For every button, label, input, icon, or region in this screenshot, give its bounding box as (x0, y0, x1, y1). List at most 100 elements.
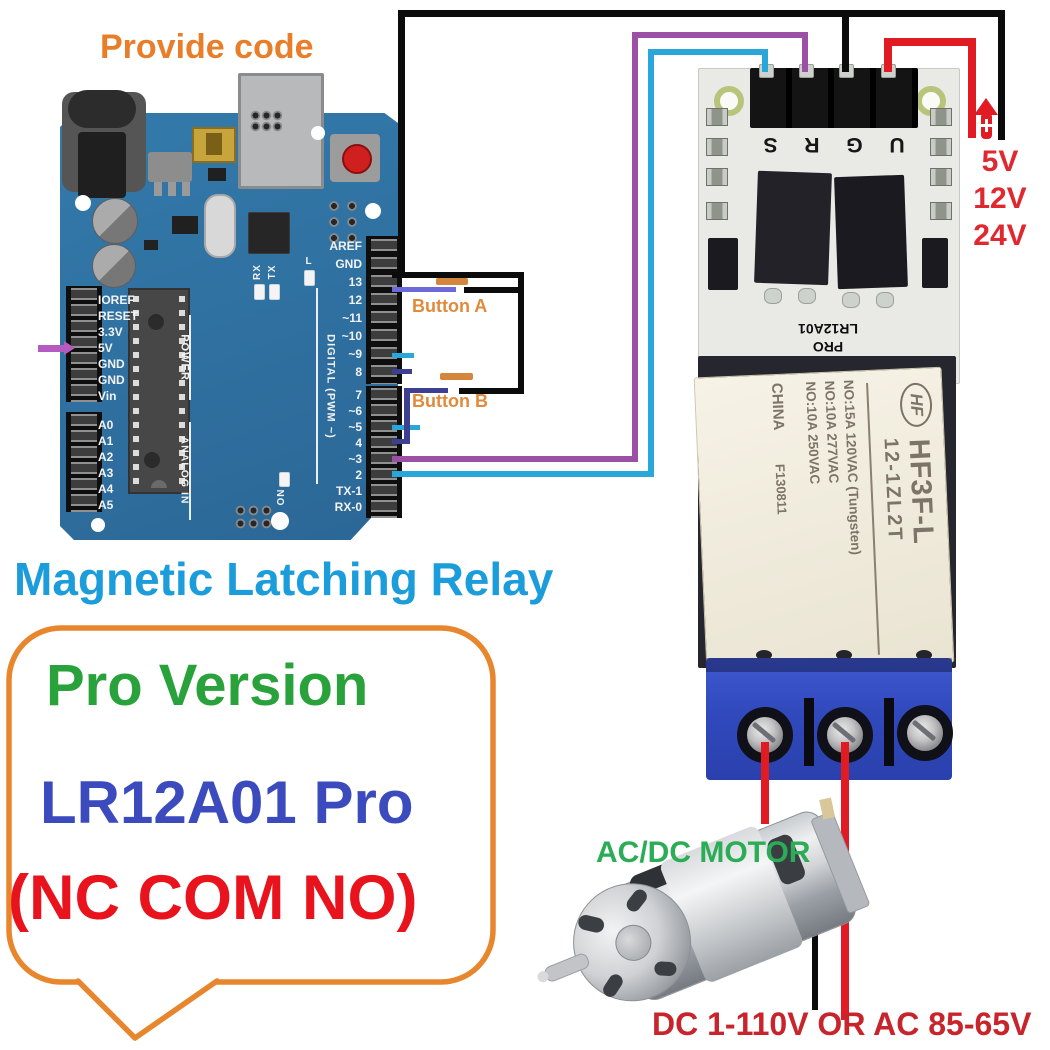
wire-gnd-black-vertical (398, 10, 405, 278)
wire-navy-pin8-stub (392, 369, 412, 374)
crystal-oscillator (204, 194, 236, 258)
wire-cyan-to-s-pin (762, 49, 768, 72)
arrow-5v-pin-head (64, 341, 75, 355)
pin-label: IOREF (98, 293, 135, 307)
smd-resistor (706, 202, 728, 220)
smd-resistor (706, 168, 728, 186)
terminal-edge (706, 658, 952, 672)
wire-black-motor (812, 872, 818, 1010)
screw-terminal-block (706, 658, 953, 780)
pin-label: RX-0 (334, 500, 362, 514)
pin-label: GND (98, 373, 125, 387)
button-a-label: Button A (412, 296, 488, 316)
smd-part (144, 240, 158, 250)
rx-led (254, 284, 265, 300)
mounting-hole (271, 512, 289, 530)
cap-vent (600, 971, 626, 1000)
speech-bubble (6, 625, 496, 1041)
wire-navy-to-button-b (404, 388, 448, 393)
optocoupler (754, 170, 832, 286)
wire-black-button-b-seg (459, 388, 524, 394)
wire-purple-pin3 (392, 456, 638, 462)
dip-dot (148, 314, 164, 330)
bubble-contacts-nc-com-no: (NC COM NO) (8, 863, 418, 933)
pin-label: A0 (98, 418, 114, 432)
regulator-leg (182, 182, 190, 196)
polyfuse (192, 127, 236, 163)
bubble-pro-version: Pro Version (46, 653, 369, 718)
optocoupler (834, 174, 908, 290)
relay-model: HF3F-L (902, 438, 940, 546)
digital-header-lower (366, 386, 402, 518)
sot23-transistor (208, 168, 226, 181)
supply-voltage-option: 5V (981, 145, 1019, 178)
pin-label: 2 (355, 468, 362, 482)
pin-label: ~5 (348, 420, 362, 434)
mounting-hole (91, 518, 105, 532)
power-arrow-plus-h (980, 124, 992, 127)
smd-resistor (930, 168, 952, 186)
smd-resistor (706, 138, 728, 156)
relay-hf3f: HF HF3F-L 12-1ZL2T NO:15A 120VAC (Tungst… (693, 366, 955, 674)
pin-label: AREF (329, 239, 362, 253)
motor-label: AC/DC MOTOR (596, 836, 811, 869)
terminal-top-hole (836, 650, 852, 660)
analog-header (66, 412, 102, 512)
pin-label: 8 (355, 365, 362, 379)
pin-label: GND (98, 357, 125, 371)
l-led-label: L (305, 256, 313, 267)
pin-label: 7 (355, 388, 362, 402)
pin-label: ~11 (342, 311, 362, 325)
pin-label: 12 (348, 293, 362, 307)
dip-dot (144, 452, 160, 468)
pin-label: TX-1 (335, 484, 362, 498)
pin-label: Vin (98, 389, 117, 403)
signal-header-block (750, 68, 918, 128)
bubble-model-lr12a01: LR12A01 Pro (40, 769, 414, 836)
small-ic (172, 216, 198, 234)
wire-navy-vertical (404, 390, 410, 444)
pin-label: 5V (98, 341, 113, 355)
relay-origin: CHINA (767, 382, 788, 431)
mounting-hole (365, 203, 381, 219)
brand-line: LR12A01 (798, 321, 858, 338)
silkscreen-pin-label: G (846, 133, 863, 156)
pin-label: A1 (98, 434, 114, 448)
wire-cyan-pin9-stub (392, 353, 414, 358)
pin-label: A4 (98, 482, 114, 496)
button-a-switch (436, 278, 468, 285)
pin-label: A2 (98, 450, 114, 464)
reset-button-cap (342, 144, 372, 174)
wire-gnd-black-top-rail (398, 10, 1005, 17)
pin-label: A5 (98, 498, 114, 512)
l-led (304, 270, 315, 286)
terminal-top-hole (916, 650, 932, 660)
icsp-header-small (250, 110, 282, 132)
wire-black-to-g-pin (842, 10, 849, 72)
tx-led (269, 284, 280, 300)
icsp-header (325, 198, 361, 246)
dip-pins-left (133, 296, 139, 486)
silkscreen-pin-label: U (889, 133, 905, 156)
brand-line: PRO (812, 339, 844, 355)
supply-voltage-option: 24V (973, 219, 1027, 252)
pin-label: RESET (98, 309, 139, 323)
wire-black-button-top (392, 272, 524, 278)
power-jack-barrel (68, 90, 136, 128)
pin-label: ~9 (348, 347, 362, 361)
smd-resistor (930, 108, 952, 126)
motor-rotated-group (535, 772, 888, 1044)
cap-vent (623, 886, 650, 915)
wire-black-supply-end (998, 10, 1005, 140)
button-b-label: Button B (412, 391, 488, 411)
mounting-hole (75, 195, 91, 211)
terminal-slot (804, 698, 814, 766)
button-b-switch (440, 373, 473, 380)
wire-black-button-a-seg (464, 287, 524, 293)
terminal-slot (884, 698, 894, 766)
